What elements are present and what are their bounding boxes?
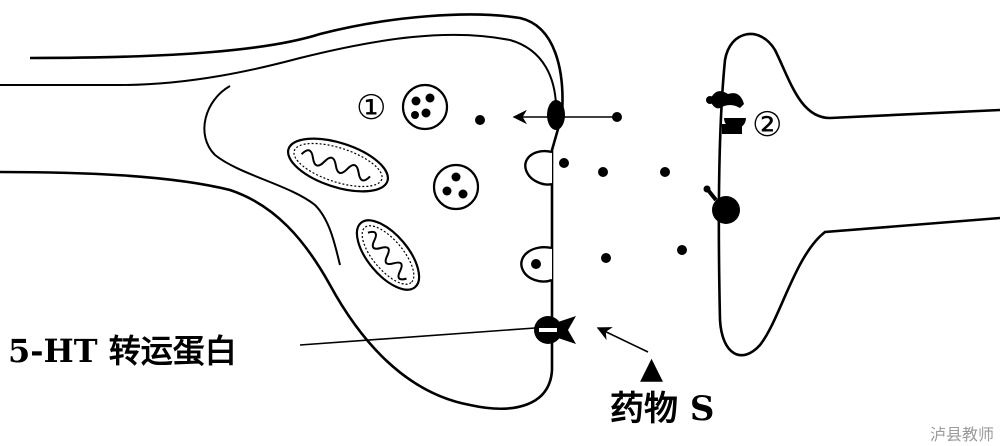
postsynaptic-membrane: [717, 32, 1000, 357]
synaptic-vesicle-1: [401, 83, 449, 131]
drug-arrow: [596, 327, 649, 353]
serotonin-molecule: [559, 158, 569, 168]
drug-triangle-marker: ▲: [640, 351, 663, 386]
reuptake-channel: [547, 100, 565, 130]
serotonin-molecule: [660, 167, 670, 177]
transporter-leader-line: [299, 327, 536, 346]
postsynaptic-receptor: [706, 91, 746, 134]
presynaptic-inner-membrane: [0, 33, 557, 106]
transporter-label: 5-HT 转运蛋白: [8, 332, 237, 370]
drug-label: 药物 S: [610, 389, 714, 429]
mitochondrion-upper: [286, 137, 390, 193]
marker-2-label: ②: [752, 105, 782, 145]
presynaptic-inner-lower: [203, 85, 341, 266]
bound-receptor: [703, 185, 740, 224]
serotonin-molecule: [475, 115, 485, 125]
release-pocket-upper: [524, 149, 553, 186]
serotonin-molecule: [612, 112, 622, 122]
mitochondrion-lower: [355, 219, 421, 291]
transmitter-in-pocket-lower: [531, 259, 541, 269]
serotonin-molecule: [598, 167, 608, 177]
synaptic-vesicle-2: [432, 163, 480, 211]
watermark: 泸县教师: [930, 425, 994, 444]
serotonin-molecule: [677, 245, 687, 255]
presynaptic-outer-membrane: [0, 13, 564, 410]
marker-1-label: ①: [356, 88, 386, 128]
serotonin-molecule: [601, 253, 611, 263]
serotonin-transporter: [534, 316, 576, 344]
